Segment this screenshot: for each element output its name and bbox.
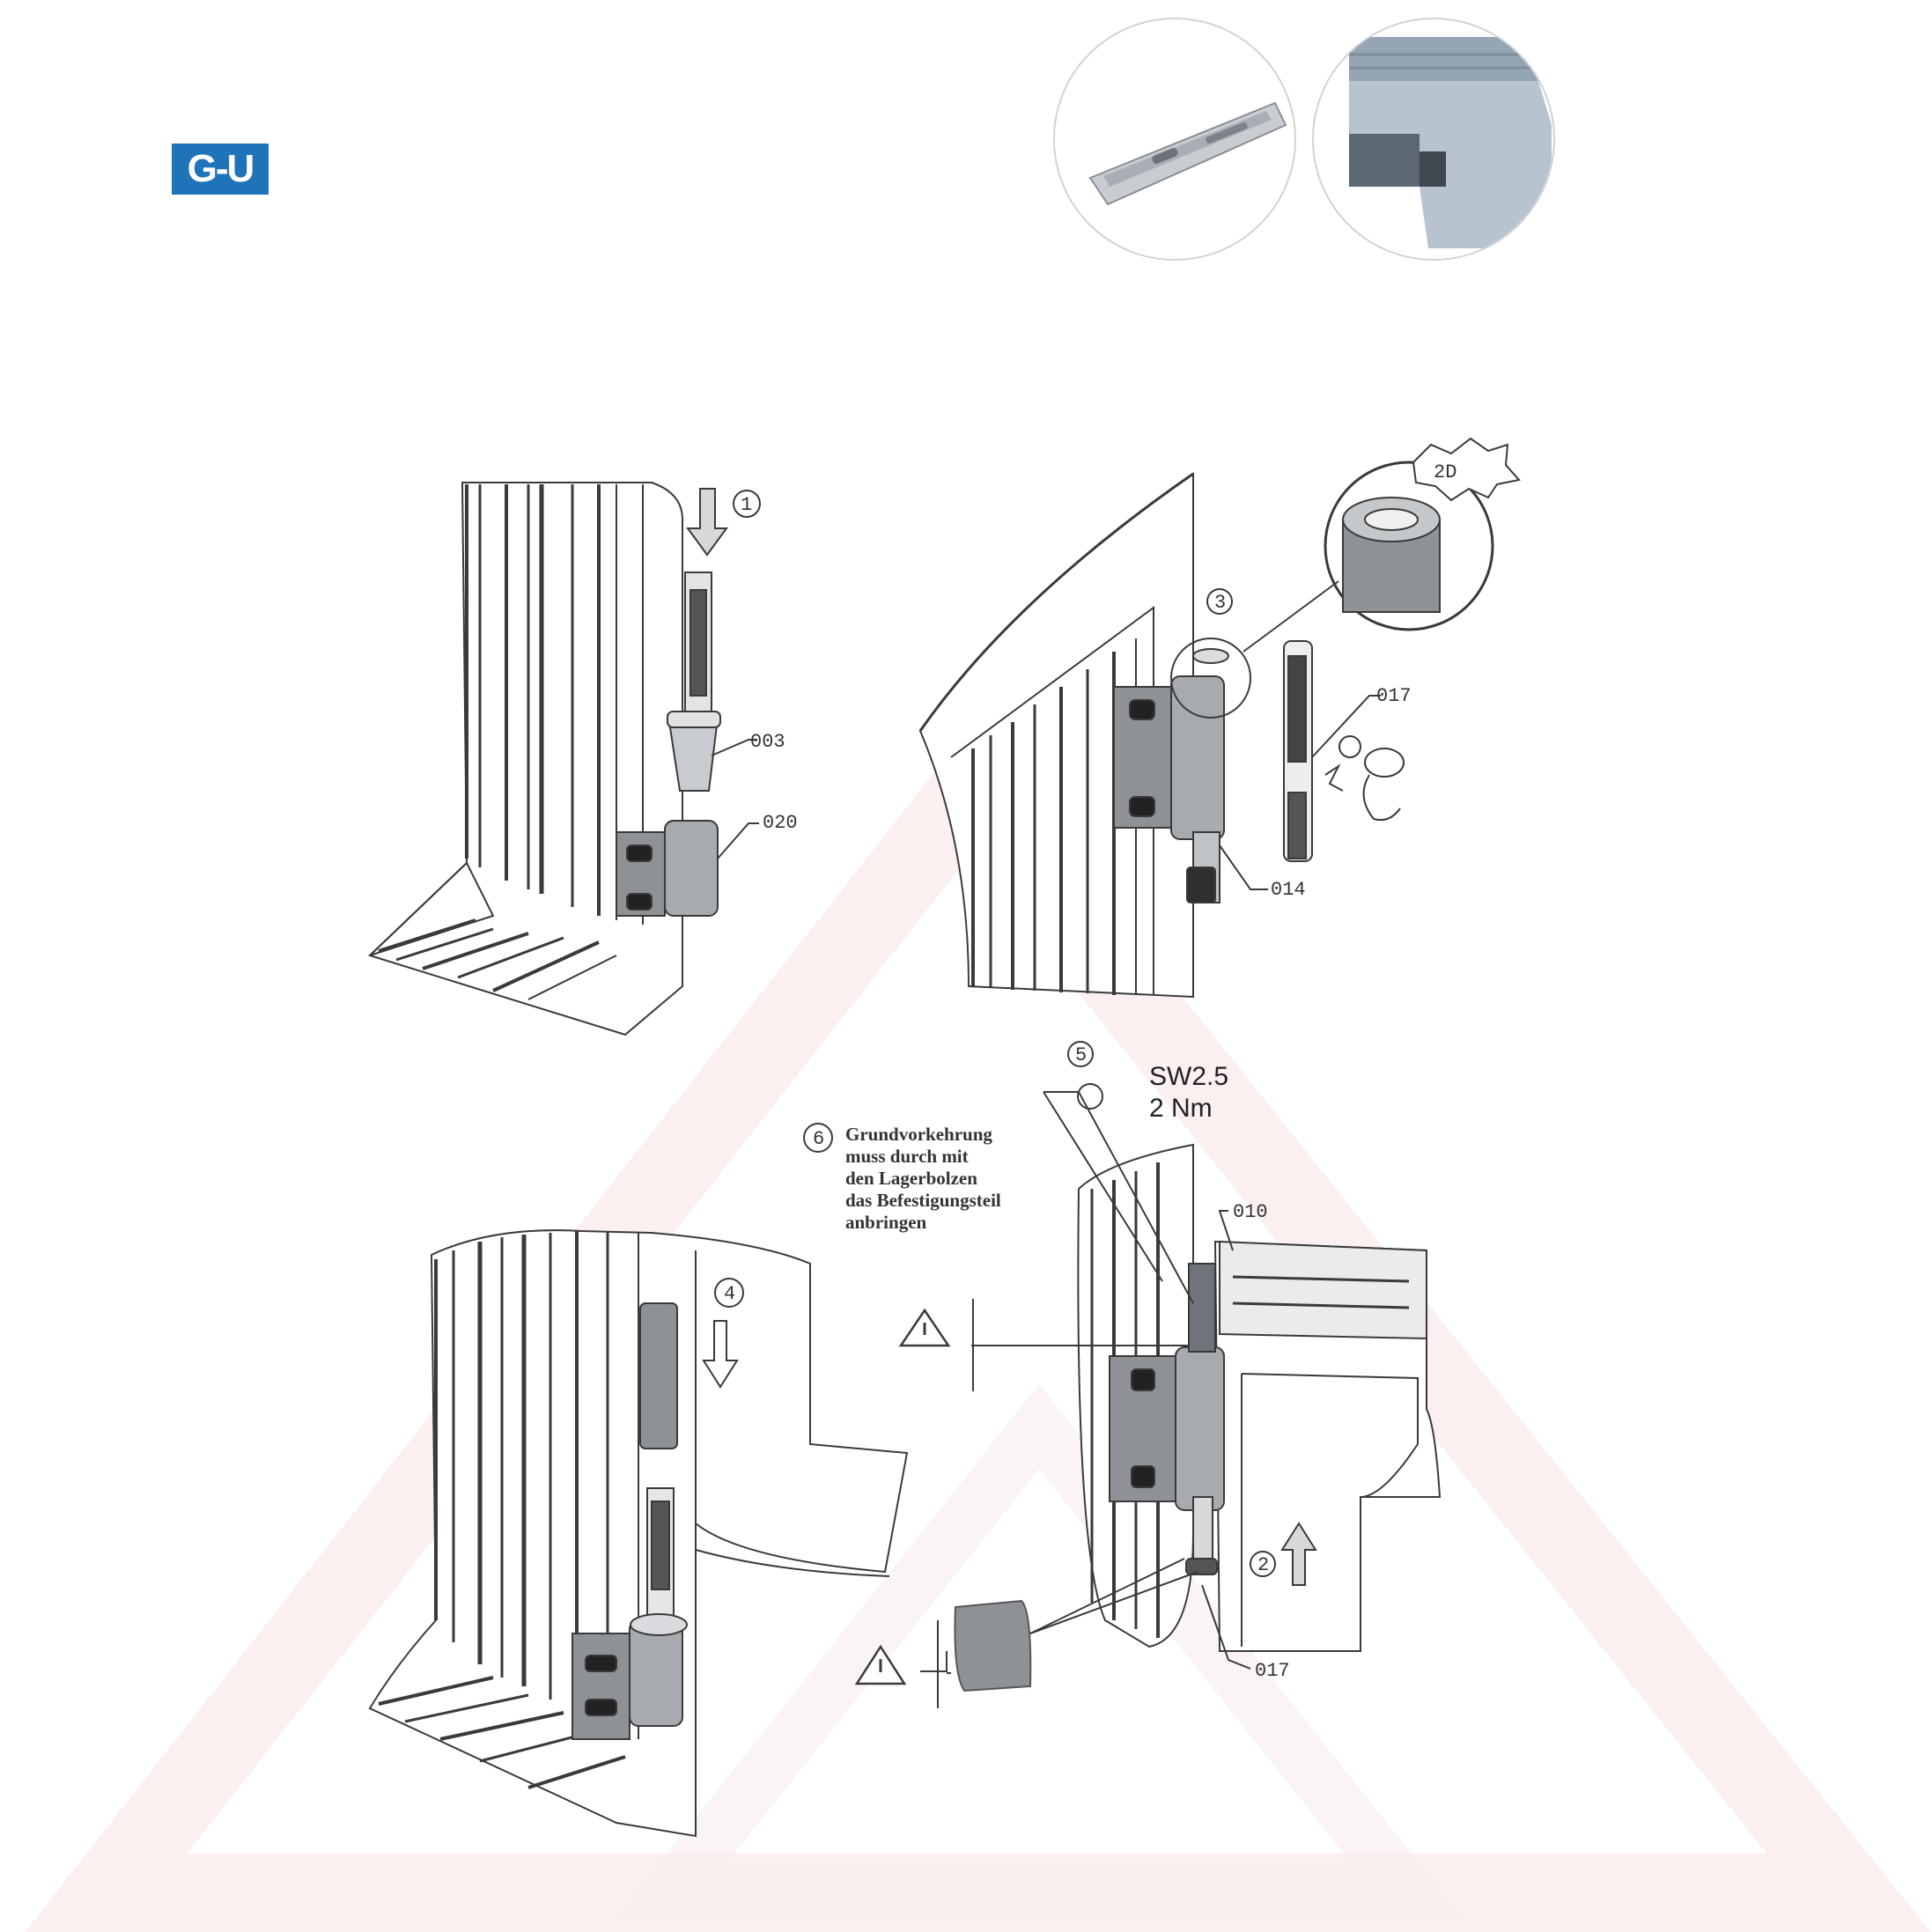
metal-strip-illustration [1088,101,1287,206]
note-line-4: das Befestigungsteil [845,1190,1001,1211]
leader-020 [717,822,759,859]
screw-spec: SW2.5 [1149,1062,1228,1091]
label-003: 003 [750,731,785,753]
warning-icons [854,1308,951,1685]
detail-thumbnail-profile [1312,18,1555,261]
step-4-number: 4 [724,1283,735,1305]
step-3-number: 3 [1214,592,1226,614]
label-010: 010 [1233,1201,1268,1223]
panel-3-frame [368,1229,909,1838]
panel-2-zoom [1243,461,1494,653]
step-1-number: 1 [741,494,752,516]
loose-cover-part [954,1599,1032,1692]
panel-1-arrow [686,488,761,557]
panel-4-callouts [920,1041,1251,1708]
detail-thumbnail-strip [1053,18,1296,261]
leader-017 [1311,695,1381,758]
panel-3-arrow [702,1278,744,1389]
panel-1-frame [368,482,683,1036]
label-017: 017 [1376,685,1412,707]
panel-4-hardware [1109,1263,1225,1575]
step-2-number: 2 [1257,1554,1269,1576]
panel-1-hardware [616,571,721,917]
note-marker [803,1123,833,1153]
note-line-5: anbringen [845,1212,927,1233]
panel-2-hardware [1113,638,1251,903]
leader-014 [1219,844,1268,890]
note-line-3: den Lagerbolzen [845,1168,977,1189]
brand-logo: G-U [172,144,269,195]
step-5-number: 5 [1075,1044,1087,1066]
panel-4-arrow [1250,1522,1317,1586]
panel-3-hardware [571,1302,688,1740]
step-6-number: 6 [813,1128,824,1150]
panel-2-loose-parts [1283,640,1405,862]
torque-spec: 2 Nm [1149,1094,1213,1123]
label-017-bottom: 017 [1255,1660,1290,1682]
label-020: 020 [763,812,798,834]
leader-003 [711,739,757,756]
note-line-1: Grundvorkehrung [845,1124,992,1145]
label-014: 014 [1271,879,1306,901]
seal-badge-text: 2D [1434,461,1456,483]
panel-2-seal-badge [1206,437,1521,615]
note-line-2: muss durch mit [845,1146,969,1167]
aluminium-profile-illustration [1349,37,1552,248]
panel-4-frame [1077,1143,1442,1652]
